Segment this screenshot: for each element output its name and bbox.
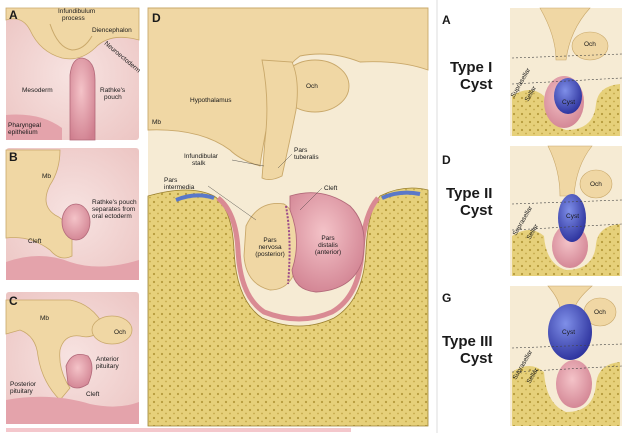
label-mb-d: Mb [152, 119, 161, 126]
right-3-letter: G [442, 291, 451, 305]
right-2-letter: D [442, 153, 451, 167]
panel-a-letter: A [9, 8, 18, 22]
panel-c-letter: C [9, 294, 18, 308]
och-2: Och [590, 181, 602, 188]
panel-b-letter: B [9, 150, 18, 164]
label-och-d: Och [306, 83, 318, 90]
right-1-letter: A [442, 13, 451, 27]
cyst-1: Cyst [562, 99, 575, 106]
label-hypothalamus: Hypothalamus [190, 97, 232, 104]
panel-d-letter: D [152, 11, 161, 25]
label-cleft-d: Cleft [324, 185, 338, 192]
label-cleft-b: Cleft [28, 238, 42, 245]
leader-lines [207, 153, 323, 221]
label-mesoderm: Mesoderm [22, 87, 53, 94]
label-och-c: Och [114, 329, 126, 336]
bottom-bar [6, 428, 351, 432]
och-1: Och [584, 41, 596, 48]
label-mb-b: Mb [42, 173, 51, 180]
label-cleft-c: Cleft [86, 391, 100, 398]
cyst-3: Cyst [562, 329, 575, 336]
cyst-2: Cyst [566, 213, 579, 220]
label-mb-c: Mb [40, 315, 49, 322]
och-3: Och [594, 309, 606, 316]
label-diencephalon: Diencephalon [92, 27, 132, 34]
